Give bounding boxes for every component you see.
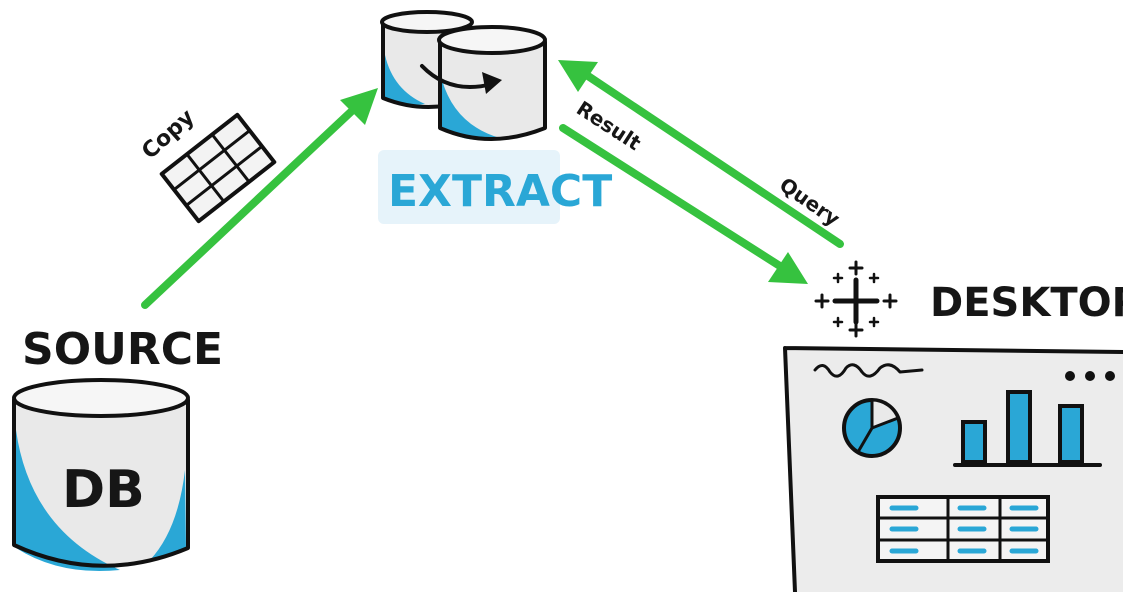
extract-label: EXTRACT xyxy=(388,166,612,217)
db-label: DB xyxy=(62,460,145,520)
source-label: SOURCE xyxy=(22,324,223,375)
extract-label-highlight xyxy=(378,150,560,224)
result-arrow xyxy=(559,124,808,284)
table-grid-icon xyxy=(159,112,277,224)
dashboard-icon xyxy=(783,346,1123,592)
extract-cylinders-icon xyxy=(380,10,547,141)
tableau-logo-icon xyxy=(814,260,898,338)
query-arrow xyxy=(558,60,844,248)
table-icon xyxy=(876,495,1050,563)
database-icon: DB xyxy=(12,378,190,572)
copy-arrow xyxy=(141,88,378,309)
bar-chart-icon xyxy=(953,390,1102,467)
pie-chart-icon xyxy=(842,398,902,458)
desktop-label: DESKTOP xyxy=(930,280,1123,326)
